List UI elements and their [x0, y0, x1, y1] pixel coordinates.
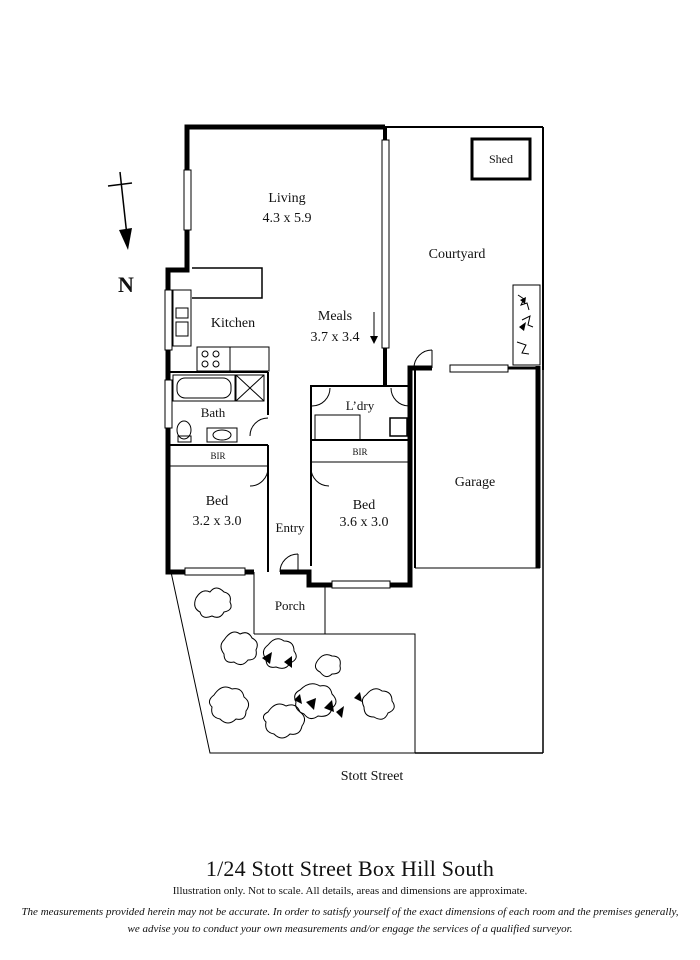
disclaimer-long: The measurements provided herein may not…: [21, 906, 679, 935]
windows: [164, 139, 509, 589]
entry-label: Entry: [276, 520, 305, 535]
bath-label: Bath: [201, 405, 226, 420]
property-title: 1/24 Stott Street Box Hill South: [205, 856, 495, 881]
door-swings: [249, 349, 433, 573]
meals-label: Meals: [318, 309, 352, 324]
garage-label: Garage: [455, 475, 495, 490]
courtyard-label: Courtyard: [429, 247, 486, 262]
courtyard-boundary: [383, 126, 544, 754]
meals-dimensions: 3.7 x 3.4: [311, 330, 360, 345]
garage-walls: [414, 370, 540, 569]
compass-label: N: [118, 272, 134, 297]
bed1-label: Bed: [206, 494, 229, 509]
shed: [470, 137, 532, 181]
front-garden-boundary: [170, 571, 416, 754]
laundry-label: L’dry: [346, 398, 375, 413]
disclaimer-short: Illustration only. Not to scale. All det…: [172, 885, 528, 897]
living-label: Living: [268, 191, 305, 206]
bath-fixtures: [172, 374, 265, 443]
kitchen-label: Kitchen: [211, 316, 255, 331]
living-dimensions: 4.3 x 5.9: [263, 211, 312, 226]
bed2-dimensions: 3.6 x 3.0: [340, 515, 389, 530]
bir-label-right: BIR: [352, 447, 367, 457]
bed2-label: Bed: [353, 498, 376, 513]
garden-leaves-icon: [262, 652, 362, 718]
planter-icon: [512, 284, 541, 366]
street-label: Stott Street: [341, 769, 404, 784]
porch-label: Porch: [275, 598, 306, 613]
cooktop-icon: [175, 307, 220, 368]
north-arrow-icon: [107, 171, 133, 250]
bir-label-left: BIR: [210, 451, 225, 461]
interior-walls: [168, 267, 410, 572]
shed-label: Shed: [489, 152, 513, 166]
step-arrow-icon: [370, 312, 378, 344]
bed1-dimensions: 3.2 x 3.0: [193, 514, 242, 529]
garden-shrubs-icon: [194, 587, 395, 739]
